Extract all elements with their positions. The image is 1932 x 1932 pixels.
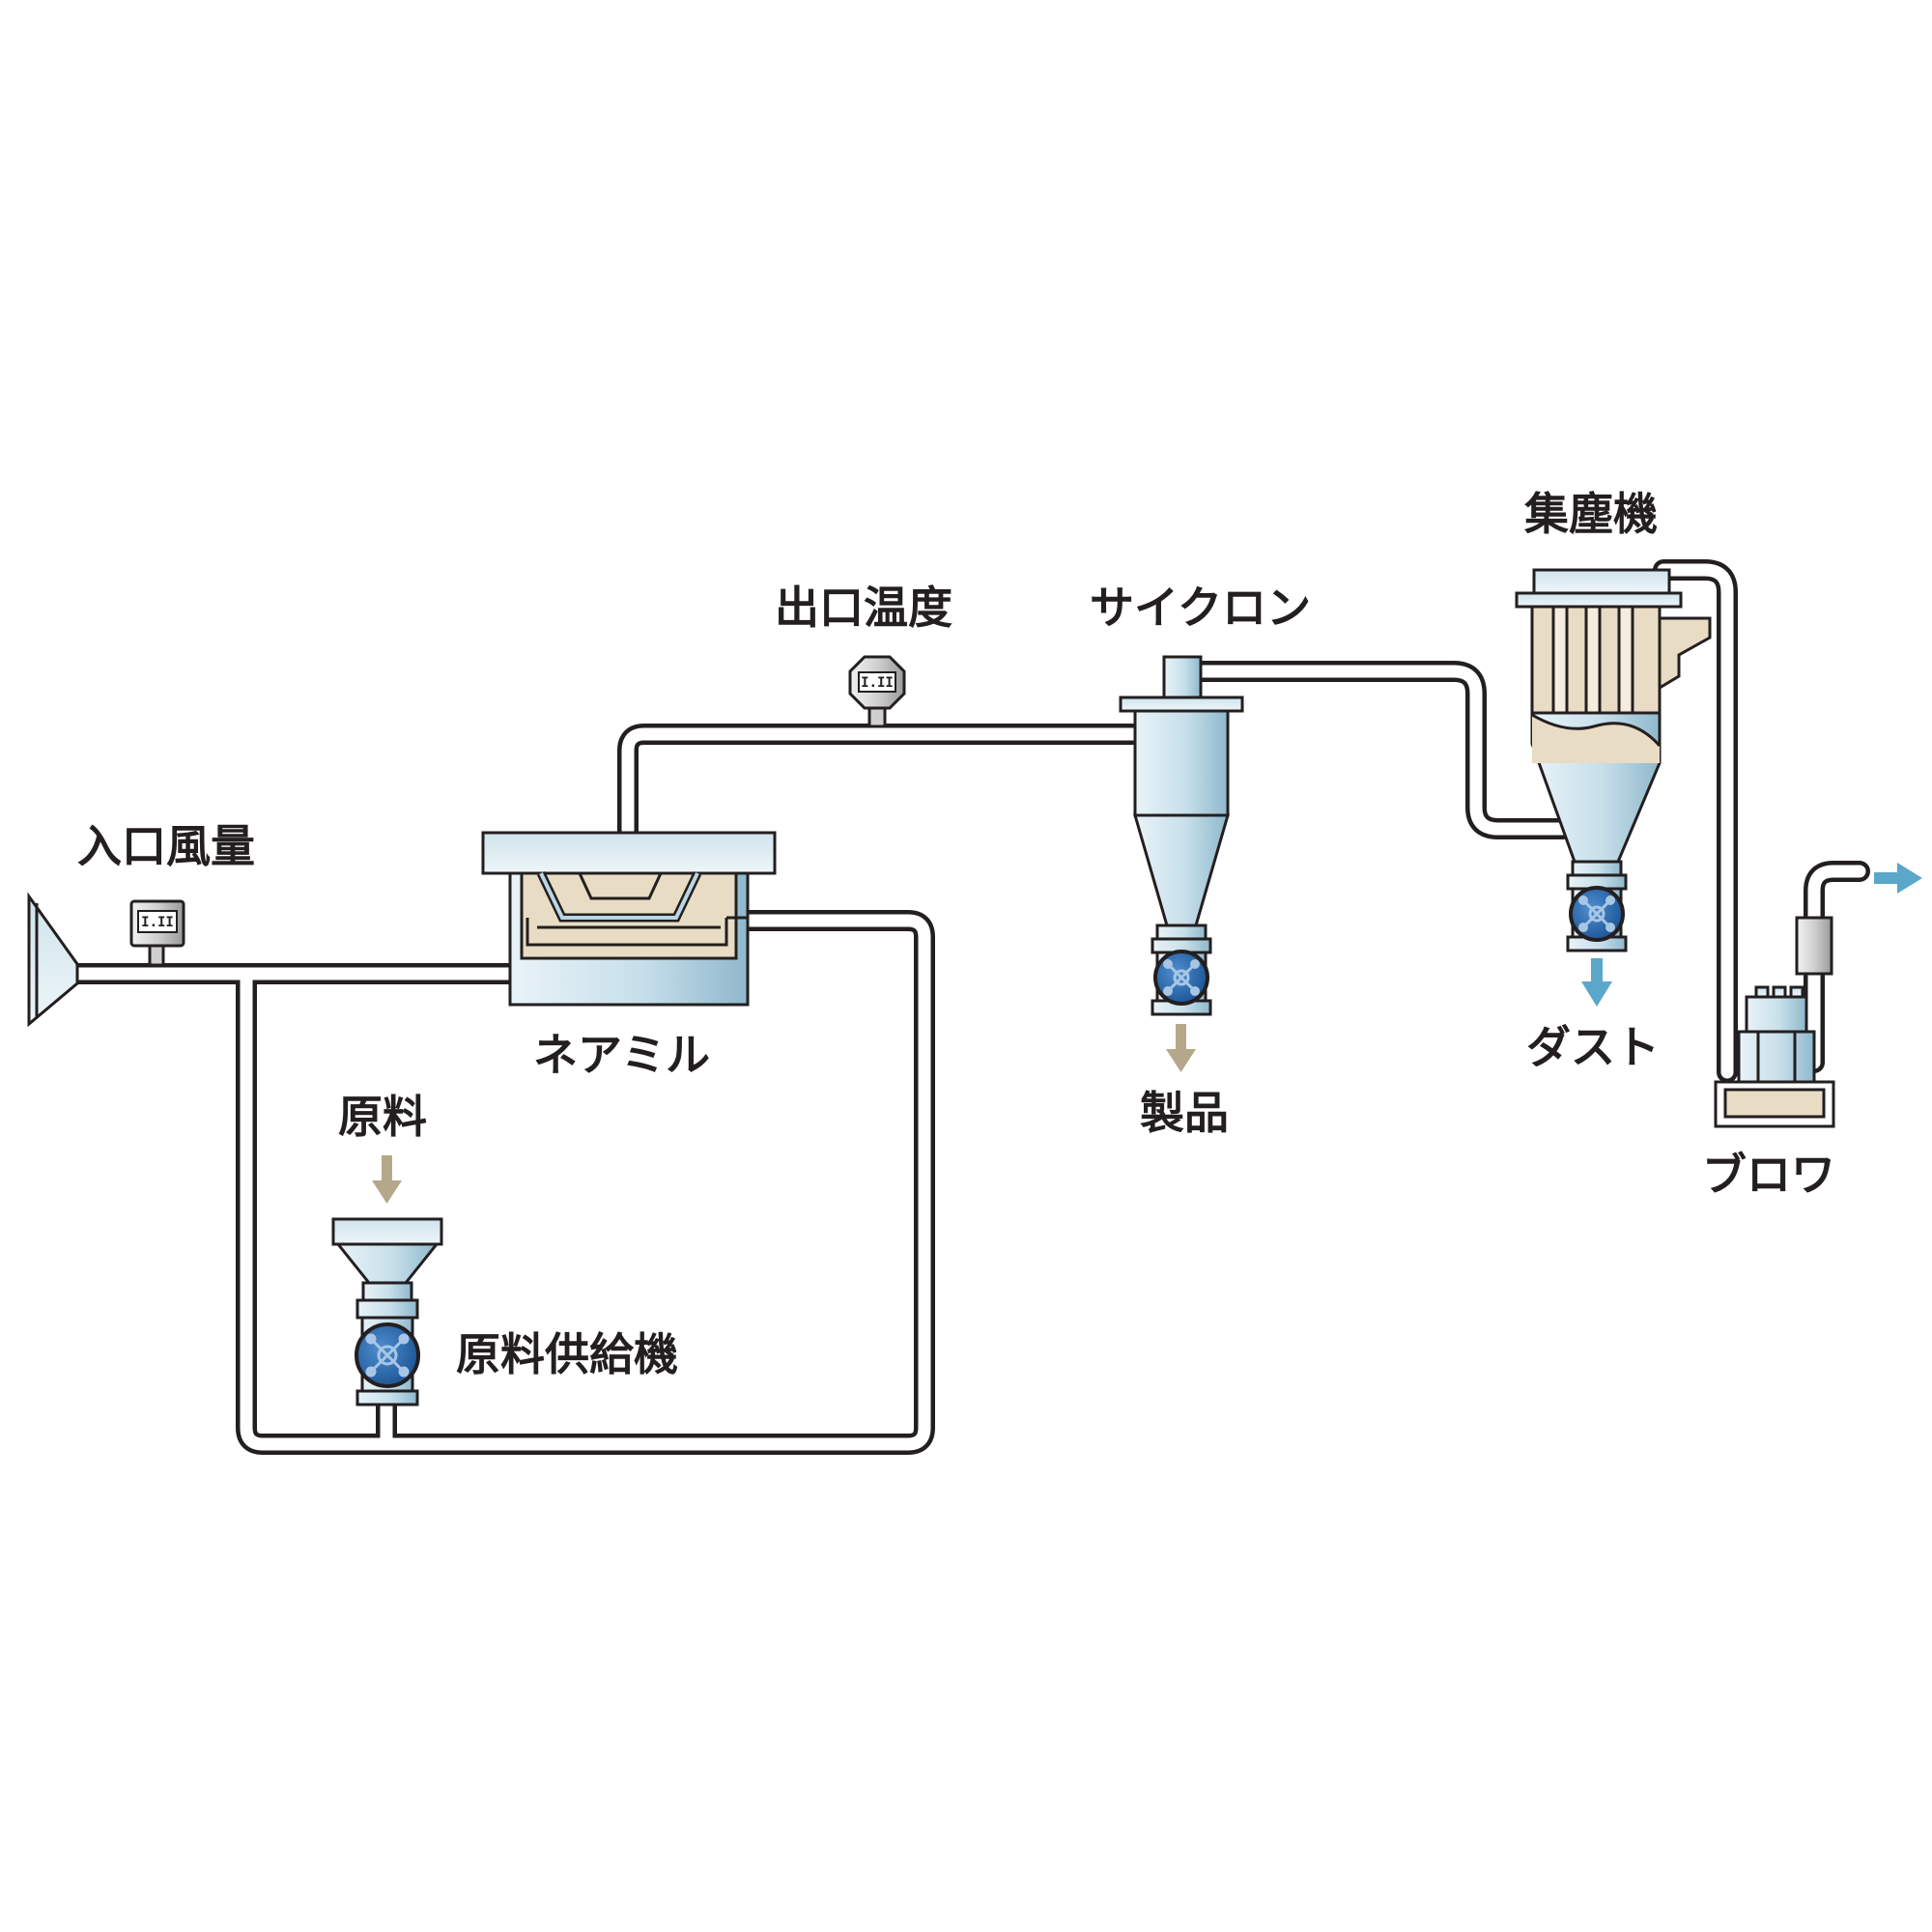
outlet-meter-display: I.II [861,675,894,691]
raw-material-arrow [372,1155,402,1204]
pipe-cyclone-to-collector [1173,661,1574,839]
dust-arrow [1581,958,1612,1007]
label-mill: ネアミル [533,1029,710,1081]
inlet-airflow-meter: I.II [129,899,185,967]
label-inlet-airflow: 入口風量 [77,820,255,872]
air-inlet-funnel [27,892,79,1028]
pipe-network [57,559,1870,1455]
cyclone-unit [1119,655,1244,1016]
feeder-valve-icon [365,1333,410,1378]
label-dust: ダスト [1526,1021,1660,1073]
label-dust-collector: 集塵機 [1523,488,1658,540]
label-outlet-temperature: 出口温度 [775,582,952,634]
mill-unit [481,831,777,1007]
exhaust-arrow [1874,863,1922,894]
dust-collector-unit [1515,568,1712,952]
blower-unit [1714,916,1835,1128]
label-cyclone: サイクロン [1090,582,1311,634]
pipe-mill-to-cyclone [617,724,1146,843]
collector-valve-icon [1578,895,1615,932]
product-arrow [1166,1024,1196,1072]
feeder-unit [331,1217,443,1406]
label-product: 製品 [1140,1087,1229,1139]
label-blower: ブロワ [1702,1149,1835,1201]
label-feeder: 原料供給機 [456,1328,678,1380]
outlet-temperature-gauge: I.II [848,655,906,728]
label-raw-material: 原料 [338,1091,427,1143]
cyclone-valve-icon [1163,959,1200,996]
inlet-meter-display: I.II [141,915,174,930]
